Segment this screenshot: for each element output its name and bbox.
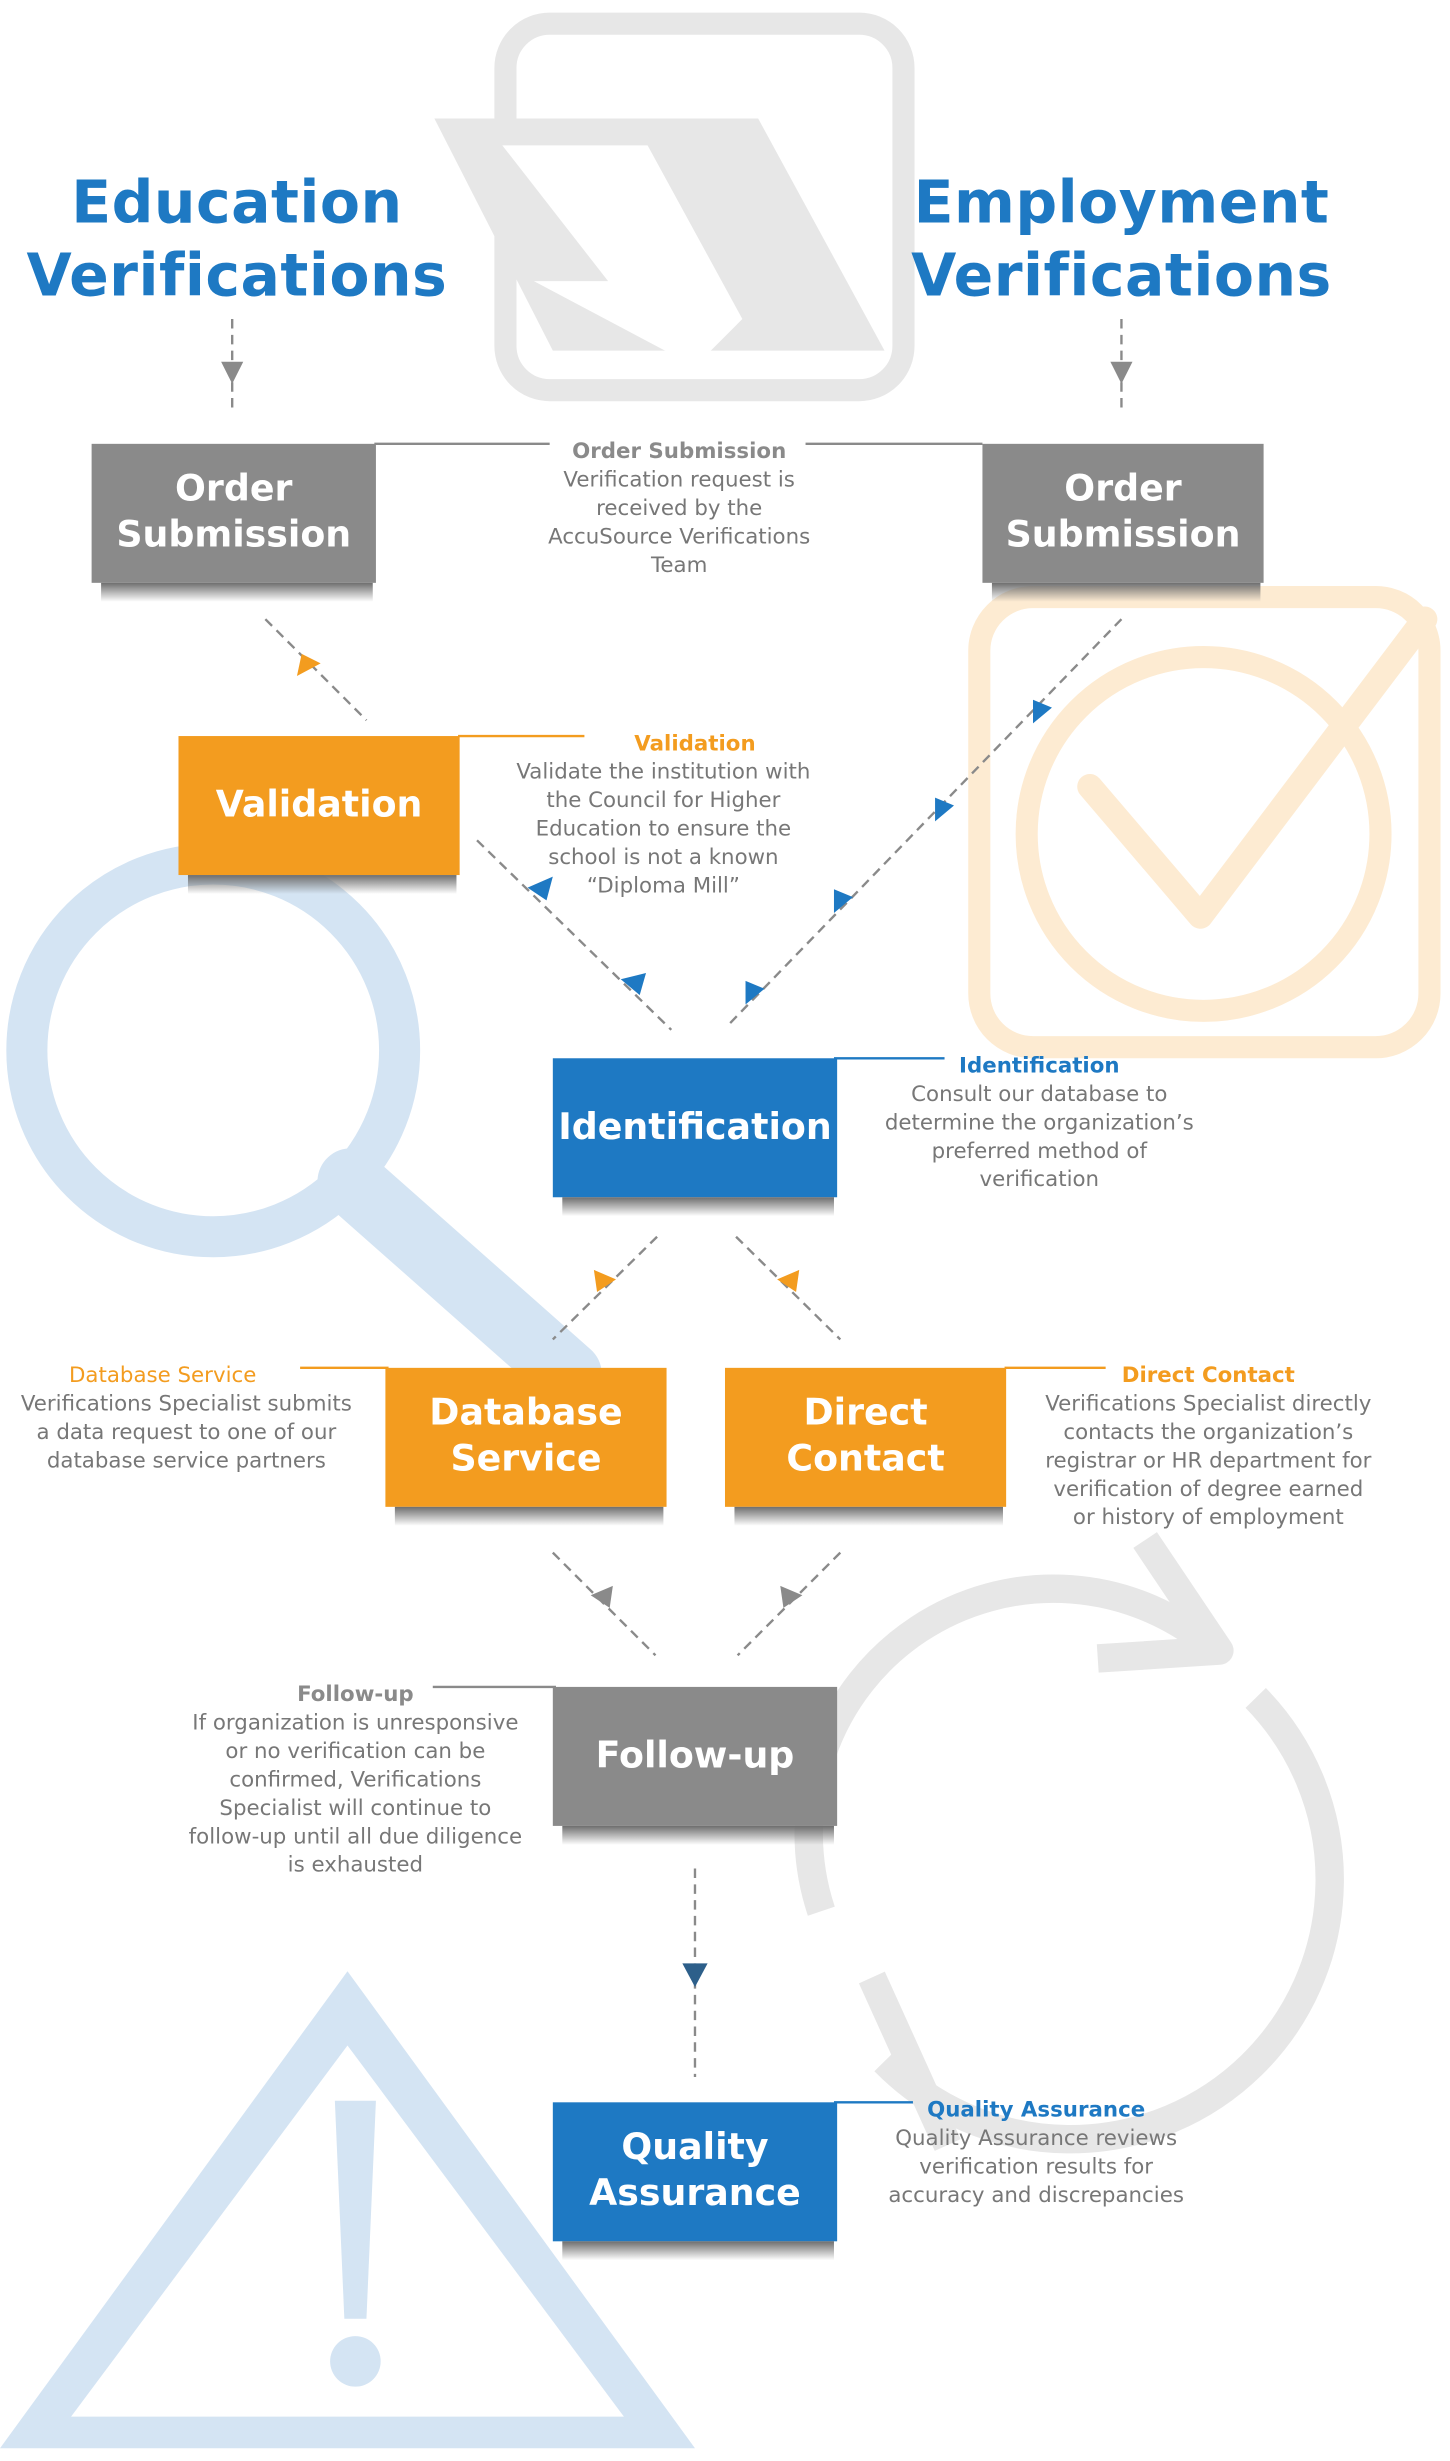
education-verifications-heading: Education Verifications	[0, 167, 474, 312]
warning-triangle-icon	[0, 1971, 695, 2449]
order-submission-annotation: Order Submission Verification request is…	[513, 438, 845, 580]
annotation-title: Validation	[634, 731, 756, 757]
annotation-title: Quality Assurance	[927, 2097, 1146, 2123]
heading-line: Verifications	[26, 241, 448, 310]
annotation-line: or no verification can be	[225, 1739, 486, 1765]
direct-contact-annotation: Direct Contact Verifications Specialist …	[1014, 1362, 1403, 1533]
box-label: Identification	[558, 1106, 832, 1148]
annotation-line: Specialist will continue to	[219, 1795, 492, 1822]
annotation-line: AccuSource Verifications	[548, 524, 811, 550]
annotation-line: received by the	[596, 495, 763, 522]
box-shadow	[562, 1825, 834, 1845]
annotation-line: Validate the institution with	[516, 759, 811, 786]
box-label: Assurance	[589, 2173, 801, 2215]
annotation-line: Education to ensure the	[535, 816, 792, 842]
annotation-line: “Diploma Mill”	[586, 873, 740, 899]
identification-box: Identification	[552, 1058, 838, 1198]
follow-up-box: Follow-up	[552, 1686, 838, 1826]
annotation-title: Direct Contact	[1121, 1363, 1295, 1389]
box-label: Contact	[786, 1438, 945, 1480]
annotation-line: follow-up until all due diligence	[188, 1824, 523, 1850]
box-shadow	[187, 875, 457, 894]
box-label: Submission	[116, 514, 352, 556]
follow-up-annotation: Follow-up If organization is unresponsiv…	[171, 1681, 541, 1880]
annotation-line: Verifications Specialist submits	[20, 1391, 352, 1417]
cycle-arrows-icon	[794, 1532, 1345, 2154]
box-shadow	[562, 2241, 834, 2261]
annotation-line: Verification request is	[563, 467, 795, 493]
heading-line: Employment	[913, 169, 1330, 237]
document-arrow-icon	[434, 12, 915, 402]
annotation-title: Follow-up	[297, 1682, 414, 1708]
annotation-title: Database Service	[69, 1363, 257, 1389]
box-label: Direct	[803, 1393, 928, 1435]
box-label: Order	[175, 469, 293, 511]
heading-line: Verifications	[911, 241, 1332, 310]
annotation-line: Verifications Specialist directly	[1045, 1391, 1372, 1417]
annotation-line: preferred method of	[931, 1138, 1147, 1165]
employment-verifications-heading: Employment Verifications	[885, 167, 1359, 312]
quality-assurance-annotation: Quality Assurance Quality Assurance revi…	[853, 2096, 1219, 2210]
validation-annotation: Validation Validate the institution with…	[474, 730, 853, 901]
annotation-line: registrar or HR department for	[1045, 1448, 1372, 1474]
annotation-line: verification of degree earned	[1053, 1476, 1364, 1503]
annotation-line: verification results for	[919, 2154, 1154, 2180]
box-label: Submission	[1005, 514, 1241, 556]
box-label: Order	[1064, 469, 1182, 511]
annotation-line: database service partners	[46, 1448, 326, 1474]
box-shadow	[562, 1197, 834, 1217]
heading-line: Education	[71, 169, 403, 237]
annotation-line: is exhausted	[287, 1852, 424, 1879]
box-label: Database	[429, 1393, 623, 1435]
annotation-title: Identification	[959, 1053, 1120, 1079]
box-shadow	[101, 582, 373, 602]
annotation-line: accuracy and discrepancies	[888, 2182, 1184, 2209]
box-label: Quality	[621, 2127, 769, 2169]
annotation-line: contacts the organization’s	[1063, 1419, 1354, 1446]
box-label: Follow-up	[595, 1735, 795, 1777]
annotation-line: If organization is unresponsive	[192, 1710, 519, 1736]
box-shadow	[991, 582, 1261, 602]
annotation-line: or history of employment	[1072, 1505, 1344, 1531]
annotation-line: verification	[979, 1167, 1100, 1193]
checkbox-check-icon	[968, 585, 1441, 1059]
annotation-title: Order Submission	[572, 439, 787, 465]
magnifier-icon	[6, 843, 602, 1408]
box-shadow	[734, 1506, 1003, 1526]
annotation-line: the Council for Higher	[546, 788, 781, 814]
annotation-line: a data request to one of our	[36, 1419, 337, 1446]
annotation-line: confirmed, Verifications	[229, 1767, 482, 1793]
identification-annotation: Identification Consult our database to d…	[847, 1052, 1232, 1194]
connector-arrowheads	[221, 361, 1133, 1988]
box-label: Validation	[215, 784, 423, 826]
annotation-line: Consult our database to	[911, 1081, 1168, 1108]
box-label: Service	[450, 1438, 602, 1480]
annotation-line: school is not a known	[548, 845, 779, 871]
validation-box: Validation	[178, 736, 460, 876]
annotation-line: determine the organization’s	[884, 1110, 1194, 1136]
box-shadow	[394, 1506, 664, 1526]
database-service-annotation: Database Service Verifications Specialis…	[3, 1362, 369, 1476]
annotation-leaders	[300, 442, 1106, 2104]
annotation-line: Team	[651, 552, 708, 579]
annotation-line: Quality Assurance reviews	[895, 2126, 1178, 2152]
